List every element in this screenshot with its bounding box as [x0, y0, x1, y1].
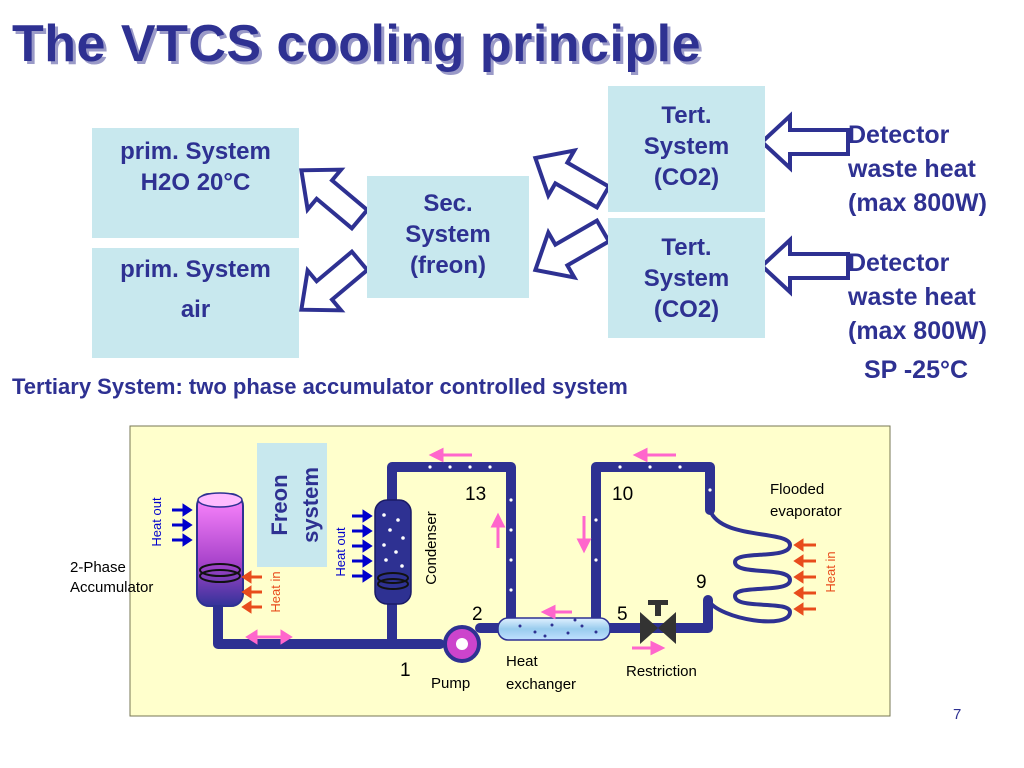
- detector2-arrow-icon: [759, 235, 850, 297]
- restriction-valve-icon: [640, 600, 676, 644]
- sec-to-prim1-arrow-icon: [299, 167, 371, 232]
- freon-label-line2: system: [298, 467, 323, 543]
- heat-out-label-left: Heat out: [149, 497, 164, 547]
- flooded-evaporator-label-line2: evaporator: [770, 503, 842, 520]
- node-9: 9: [696, 572, 707, 593]
- prim-system-air-box: prim. System air: [92, 248, 299, 358]
- pump-label: Pump: [431, 675, 470, 692]
- freon-label-bg: [257, 443, 327, 567]
- heat-exchanger-label-line2: exchanger: [506, 676, 576, 693]
- accumulator-coil: [199, 563, 241, 577]
- detector-waste-heat-1: Detector waste heat (max 800W): [848, 118, 987, 220]
- detector-line: (max 800W): [848, 189, 987, 217]
- heat-out-label-condenser: Heat out: [333, 527, 348, 577]
- node-5: 5: [617, 604, 628, 625]
- node-13: 13: [465, 484, 486, 505]
- box-line: Tert.: [661, 102, 712, 129]
- heat-in-label-evaporator: Heat in: [823, 551, 838, 592]
- tert2-to-sec-arrow-icon: [532, 217, 612, 281]
- condenser-label: Condenser: [423, 511, 440, 584]
- heat-out-arrows-left: [172, 503, 193, 547]
- accumulator-top: [197, 492, 243, 508]
- heat-in-arrows-evaporator: [793, 538, 816, 616]
- box-line: System: [643, 133, 730, 160]
- detector-waste-heat-2: Detector waste heat (max 800W): [848, 246, 987, 348]
- detector-line: waste heat: [848, 283, 976, 311]
- tertiary-subtitle: Tertiary System: two phase accumulator c…: [12, 374, 628, 399]
- heat-in-arrows-accumulator: [241, 570, 262, 614]
- heat-exchanger-shell: [497, 617, 611, 641]
- condenser-bubbles: [382, 513, 405, 568]
- box-line: air: [180, 296, 211, 323]
- tert1-to-sec-arrow-icon: [532, 147, 612, 211]
- flow-arrows: [245, 447, 676, 656]
- box-line: (CO2): [653, 164, 720, 191]
- heat-out-arrows-condenser: [352, 509, 373, 583]
- evaporator-coil: [706, 509, 793, 624]
- page-number: 7: [953, 706, 962, 723]
- tert-system-box-2: Tert. System (CO2): [608, 218, 765, 338]
- flooded-evaporator-label-line1: Flooded: [770, 481, 824, 498]
- box-line: prim. System: [120, 138, 271, 165]
- accumulator-body: [196, 493, 244, 607]
- box-line: Tert.: [661, 234, 712, 261]
- accumulator-label-line2: Accumulator: [70, 579, 153, 596]
- accumulator-label-line1: 2-Phase: [70, 559, 126, 576]
- detector-line: Detector: [848, 249, 950, 277]
- detector-line: (max 800W): [848, 317, 987, 345]
- sec-to-prim2-arrow-icon: [299, 248, 371, 313]
- node-2: 2: [472, 604, 483, 625]
- tert-system-box-1: Tert. System (CO2): [608, 86, 765, 212]
- condenser-body: [374, 499, 412, 605]
- heat-in-label-accumulator: Heat in: [268, 571, 283, 612]
- restriction-label: Restriction: [626, 663, 697, 680]
- detector1-arrow-icon: [759, 111, 850, 173]
- node-10: 10: [612, 484, 633, 505]
- setpoint-label: SP -25°C: [864, 356, 969, 384]
- slide-title: The VTCS cooling principle: [12, 15, 702, 73]
- box-line: (CO2): [653, 296, 720, 323]
- heat-exchanger-dots: [518, 618, 598, 638]
- box-line: System: [643, 265, 730, 292]
- sec-system-box: Sec. System (freon): [367, 176, 529, 298]
- block-arrows: [299, 111, 850, 313]
- box-line: H2O 20°C: [140, 169, 251, 196]
- freon-label-line1: Freon: [267, 474, 292, 535]
- node-1: 1: [400, 660, 411, 681]
- pipe-bubbles: [428, 465, 712, 592]
- detector-line: waste heat: [848, 155, 976, 183]
- box-line: Sec.: [423, 190, 473, 217]
- box-line: System: [405, 221, 491, 248]
- heat-exchanger-label-line1: Heat: [506, 653, 539, 670]
- box-line: prim. System: [120, 256, 271, 283]
- pipe-accumulator-pump: [213, 595, 445, 649]
- detector-line: Detector: [848, 121, 950, 149]
- prim-system-water-box: prim. System H2O 20°C: [92, 128, 299, 238]
- box-line: (freon): [410, 252, 486, 279]
